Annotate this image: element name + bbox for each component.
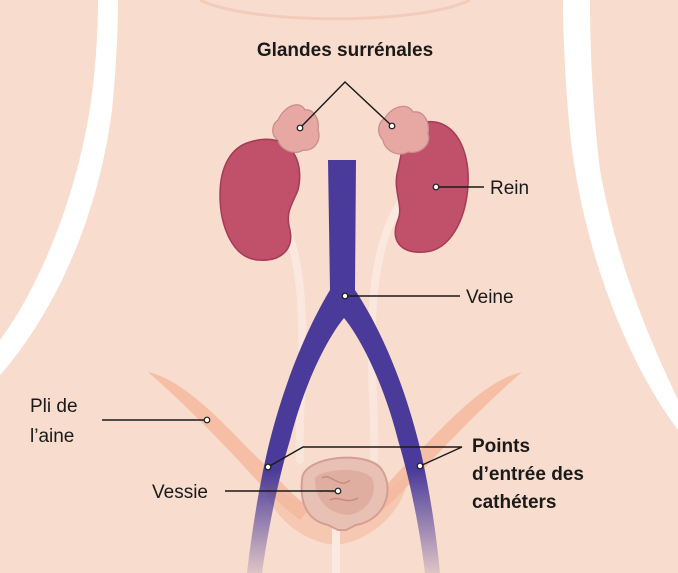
dot-adrenal-left: [297, 125, 303, 131]
label-groin-fold-line1: Pli de: [30, 396, 78, 417]
dot-bladder: [335, 488, 341, 494]
label-entry-points-line2: d’entrée des: [472, 464, 584, 485]
label-kidney: Rein: [490, 178, 529, 199]
label-entry-points-line1: Points: [472, 436, 530, 457]
dot-groin: [204, 417, 210, 423]
label-groin-fold-line2: l’aine: [30, 426, 74, 447]
label-vein: Veine: [466, 287, 514, 308]
dot-entry-left: [265, 464, 271, 470]
dot-entry-right: [417, 463, 423, 469]
label-bladder: Vessie: [152, 482, 208, 503]
label-entry-points-line3: cathéters: [472, 492, 557, 513]
label-adrenal-glands: Glandes surrénales: [257, 40, 433, 61]
dot-kidney: [433, 184, 439, 190]
dot-vein: [342, 293, 348, 299]
dot-adrenal-right: [389, 123, 395, 129]
kidney-left: [220, 139, 300, 260]
